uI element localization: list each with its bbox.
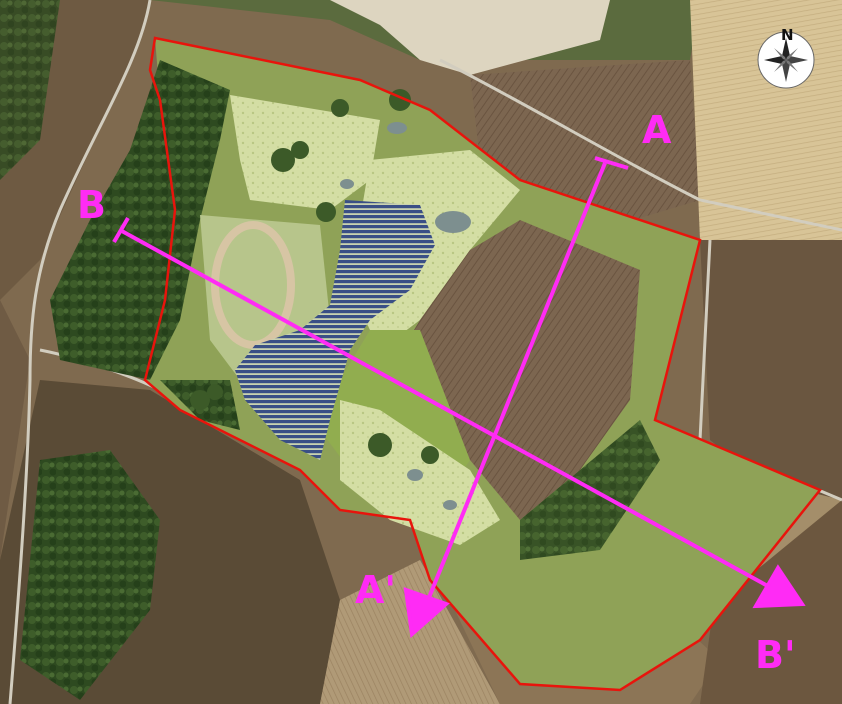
- compass-rose-icon: N: [757, 26, 815, 89]
- arrow-head-icon: [403, 587, 450, 638]
- section-b-end-label: B': [755, 633, 796, 677]
- section-a-start-label: A: [642, 108, 672, 152]
- arrow-head-icon: [752, 564, 806, 609]
- section-b-start-label: B: [77, 183, 106, 227]
- tree-clumps: [190, 89, 439, 464]
- solar-array: [235, 200, 435, 460]
- section-a-end-label: A': [355, 568, 396, 612]
- ponds: [340, 122, 471, 510]
- compass-north-label: N: [781, 26, 794, 44]
- section-line-a: [403, 156, 629, 638]
- site-boundary: [143, 36, 823, 692]
- section-line-b: [112, 216, 806, 609]
